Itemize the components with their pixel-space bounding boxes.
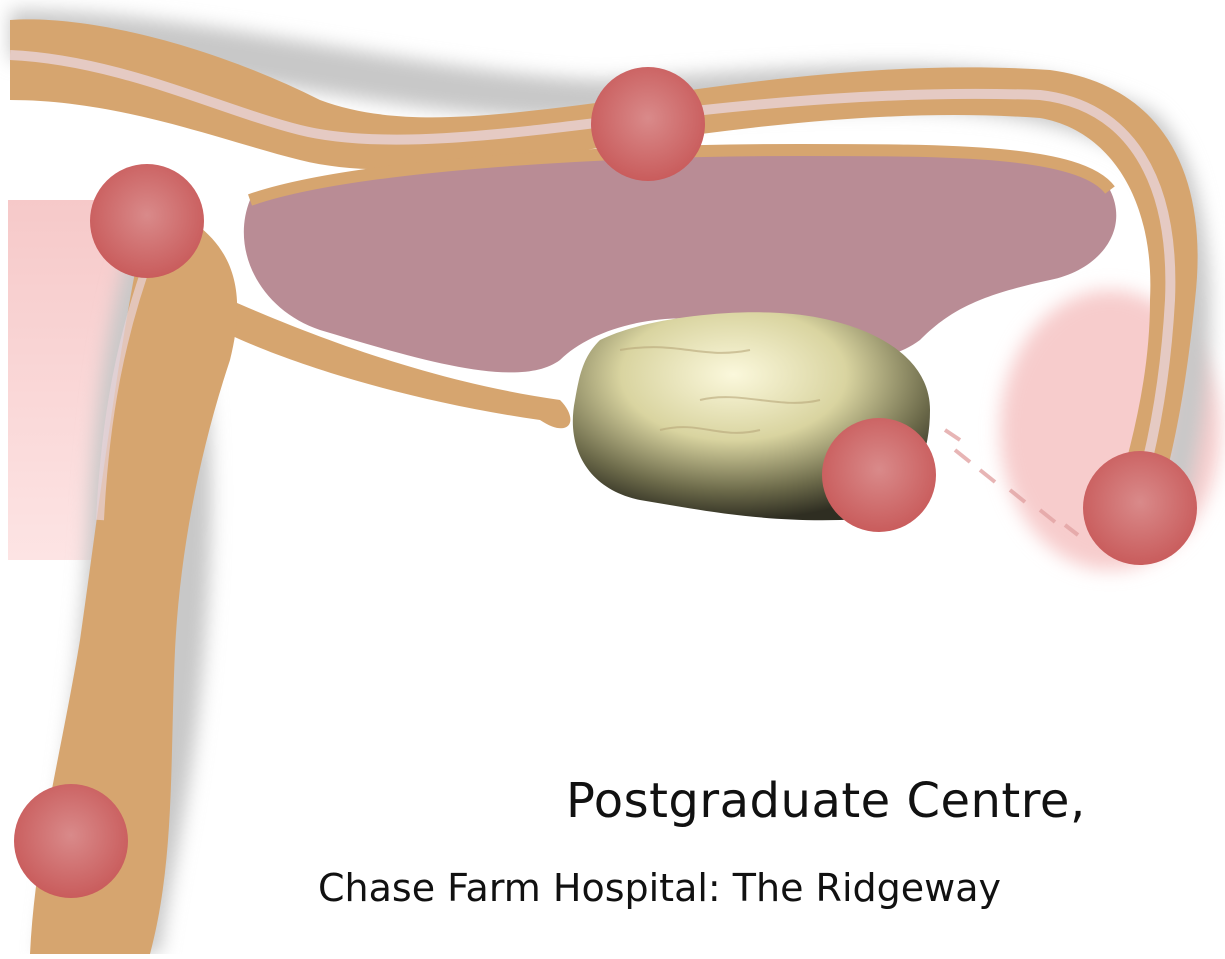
venue-subtitle: Chase Farm Hospital: The Ridgeway (318, 866, 1001, 910)
marker-bottom-left[interactable] (14, 784, 128, 898)
marker-stone[interactable] (822, 418, 936, 532)
marker-upper-left[interactable] (90, 164, 204, 278)
marker-top-center[interactable] (591, 67, 705, 181)
marker-right[interactable] (1083, 451, 1197, 565)
venue-title: Postgraduate Centre, (566, 773, 1086, 829)
